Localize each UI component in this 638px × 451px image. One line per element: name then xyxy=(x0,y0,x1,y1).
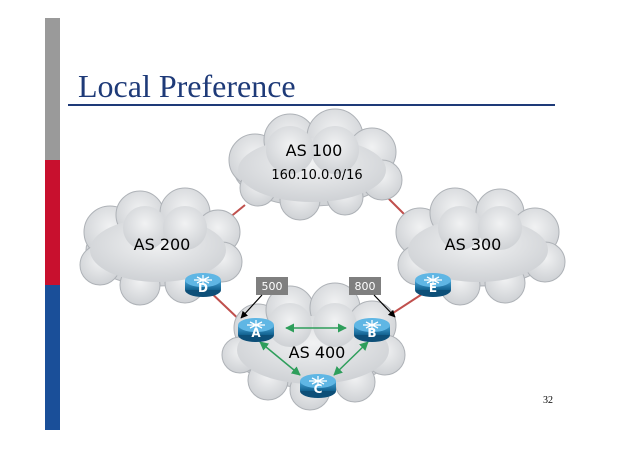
as400-label: AS 400 xyxy=(289,343,346,362)
as300-label: AS 300 xyxy=(445,235,502,254)
page-number: 32 xyxy=(543,395,553,406)
ibgp-links xyxy=(259,323,369,376)
local-pref-500-label: 500 xyxy=(262,280,283,293)
decor-stripe-gray xyxy=(45,18,60,160)
router-a-label: A xyxy=(251,326,261,340)
router-b-label: B xyxy=(367,326,376,340)
slide-title: Local Preference xyxy=(78,68,296,104)
local-pref-500: 500 xyxy=(240,277,288,319)
decor-stripe-red xyxy=(45,160,60,285)
decor-stripe-blue xyxy=(45,285,60,430)
cloud-as200 xyxy=(79,187,243,306)
router-b-icon: B xyxy=(354,318,390,342)
as100-label: AS 100 xyxy=(286,141,343,160)
title-underline xyxy=(68,104,555,106)
router-d-label: D xyxy=(198,281,208,295)
router-d-icon: D xyxy=(185,273,221,297)
router-c-icon: C xyxy=(300,374,336,398)
router-a-icon: A xyxy=(238,318,274,342)
local-pref-800-label: 800 xyxy=(355,280,376,293)
as200-label: AS 200 xyxy=(134,235,191,254)
as100-prefix: 160.10.0.0/16 xyxy=(271,168,362,183)
cloud-as100 xyxy=(228,108,403,221)
router-e-label: E xyxy=(429,281,437,295)
router-c-label: C xyxy=(314,382,323,396)
cloud-as300 xyxy=(395,187,566,306)
local-pref-800: 800 xyxy=(349,277,396,318)
router-e-icon: E xyxy=(415,273,451,297)
